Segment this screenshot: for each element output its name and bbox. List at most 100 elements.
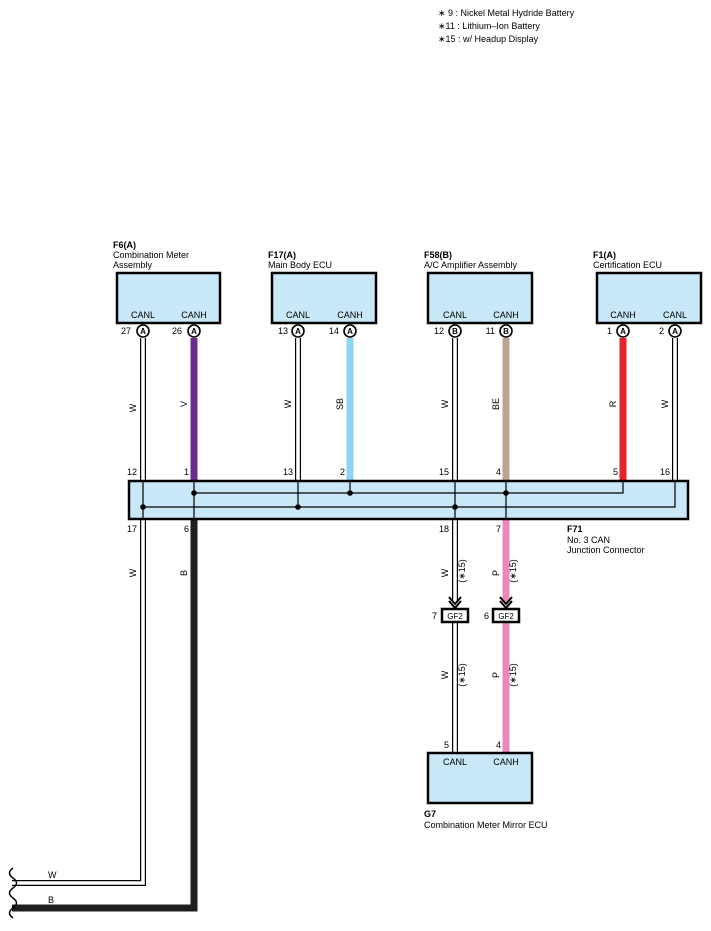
svg-text:A: A: [347, 327, 353, 336]
wire-label: BE: [491, 398, 501, 410]
junction-pin: 15: [439, 467, 449, 477]
svg-text:B: B: [503, 327, 509, 336]
f6-pin-canh: CANH: [181, 310, 207, 320]
wire-label: R: [608, 400, 618, 407]
wire-label: W: [440, 399, 450, 408]
f17-pin-canh: CANH: [337, 310, 363, 320]
g7-pin-canh: CANH: [493, 757, 519, 767]
gf2-label: GF2: [498, 612, 514, 621]
f58-pinnum-1: 12: [434, 326, 444, 336]
f58-connector-icon: [499, 324, 513, 338]
svg-text:A: A: [620, 327, 626, 336]
wire-label: V: [179, 401, 189, 407]
f1-connector-icon: [616, 324, 630, 338]
f1-pinnum-1: 1: [607, 326, 612, 336]
f6-connector-icon: [136, 324, 150, 338]
junction-pin: 7: [496, 524, 501, 534]
f1-pin-canl: CANL: [663, 310, 687, 320]
g7-pinnum-1: 5: [444, 740, 449, 750]
f58-ref: F58(B): [424, 250, 452, 260]
f17-pinnum-1: 13: [278, 326, 288, 336]
note-9: ∗ 9 : Nickel Metal Hydride Battery: [438, 8, 575, 18]
wire-label: W: [48, 870, 57, 880]
svg-text:A: A: [191, 327, 197, 336]
junction-pin: 2: [340, 467, 345, 477]
wire-label: P: [491, 570, 501, 576]
junction-pin: 17: [127, 524, 137, 534]
wire-label: W: [660, 399, 670, 408]
gf2-connector-left: GF2 7: [432, 596, 470, 624]
f17-pin-canl: CANL: [286, 310, 310, 320]
wire-left-w-down: [12, 518, 146, 886]
f6-name: Combination Meter: [113, 250, 189, 260]
junction-pin: 5: [613, 467, 618, 477]
f1-ref: F1(A): [593, 250, 616, 260]
f6-pinnum-1: 27: [121, 326, 131, 336]
f6-pin-canl: CANL: [131, 310, 155, 320]
g7-pin-canl: CANL: [443, 757, 467, 767]
wire-label: W: [128, 403, 138, 412]
wire-label: P: [491, 672, 501, 678]
wire-label: B: [179, 570, 189, 576]
f1-pin-canh: CANH: [610, 310, 636, 320]
option-note: (∗15): [508, 663, 518, 687]
f17-connector-icon: [291, 324, 305, 338]
junction-connector-f71: F71 No. 3 CAN Junction Connector: [127, 479, 690, 555]
wire-label: W: [440, 670, 450, 679]
wire-left-b-down: [12, 518, 198, 912]
component-f1: F1(A) Certification ECU CANH CANL 1 2 A …: [593, 250, 703, 338]
junction-pin: 12: [127, 467, 137, 477]
f71-ref: F71: [567, 524, 583, 534]
wire-label: B: [48, 895, 54, 905]
component-f58: F58(B) A/C Amplifier Assembly CANL CANH …: [424, 250, 534, 338]
f71-name2: Junction Connector: [567, 545, 645, 555]
f58-pinnum-2: 11: [486, 326, 495, 336]
junction-pin: 18: [439, 524, 449, 534]
wire-break-icon: [8, 867, 18, 919]
note-15: ∗15 : w/ Headup Display: [438, 34, 539, 44]
junction-pin: 6: [184, 524, 189, 534]
component-f6: F6(A) Combination Meter Assembly CANL CA…: [113, 240, 222, 338]
wire-label: SB: [335, 398, 345, 410]
g7-name: Combination Meter Mirror ECU: [424, 820, 548, 830]
svg-text:A: A: [140, 327, 146, 336]
f6-pinnum-2: 26: [172, 326, 182, 336]
junction-pin: 1: [184, 467, 189, 477]
component-g7: CANL CANH 5 4 G7 Combination Meter Mirro…: [424, 740, 548, 830]
junction-pin: 16: [660, 467, 670, 477]
f17-pinnum-2: 14: [329, 326, 339, 336]
f17-name: Main Body ECU: [268, 260, 332, 270]
f6-connector-icon: [187, 324, 201, 338]
option-note: (∗15): [457, 559, 467, 583]
f58-pin-canl: CANL: [443, 310, 467, 320]
f71-name: No. 3 CAN: [567, 535, 610, 545]
f1-name: Certification ECU: [593, 260, 662, 270]
f17-connector-icon: [343, 324, 357, 338]
wire-label: W: [128, 568, 138, 577]
f58-name: A/C Amplifier Assembly: [424, 260, 518, 270]
g7-pinnum-2: 4: [496, 740, 501, 750]
wire-label: W: [440, 568, 450, 577]
svg-text:A: A: [672, 327, 678, 336]
wire-label: W: [283, 399, 293, 408]
option-note: (∗15): [508, 559, 518, 583]
gf2-connector-right: GF2 6: [484, 596, 521, 624]
g7-ref: G7: [424, 809, 436, 819]
note-11: ∗11 : Lithium–Ion Battery: [438, 21, 540, 31]
f6-ref: F6(A): [113, 240, 136, 250]
f1-pinnum-2: 2: [659, 326, 664, 336]
junction-pin: 13: [283, 467, 293, 477]
gf2-label: GF2: [447, 612, 463, 621]
f17-ref: F17(A): [268, 250, 296, 260]
svg-text:A: A: [295, 327, 301, 336]
f58-connector-icon: [448, 324, 462, 338]
gf2-pin: 6: [484, 611, 489, 621]
option-note: (∗15): [457, 663, 467, 687]
junction-pin: 4: [496, 467, 501, 477]
component-f17: F17(A) Main Body ECU CANL CANH 13 14 A A: [268, 250, 378, 338]
f6-name2: Assembly: [113, 260, 153, 270]
f1-connector-icon: [668, 324, 682, 338]
gf2-pin: 7: [432, 611, 437, 621]
f58-pin-canh: CANH: [493, 310, 519, 320]
